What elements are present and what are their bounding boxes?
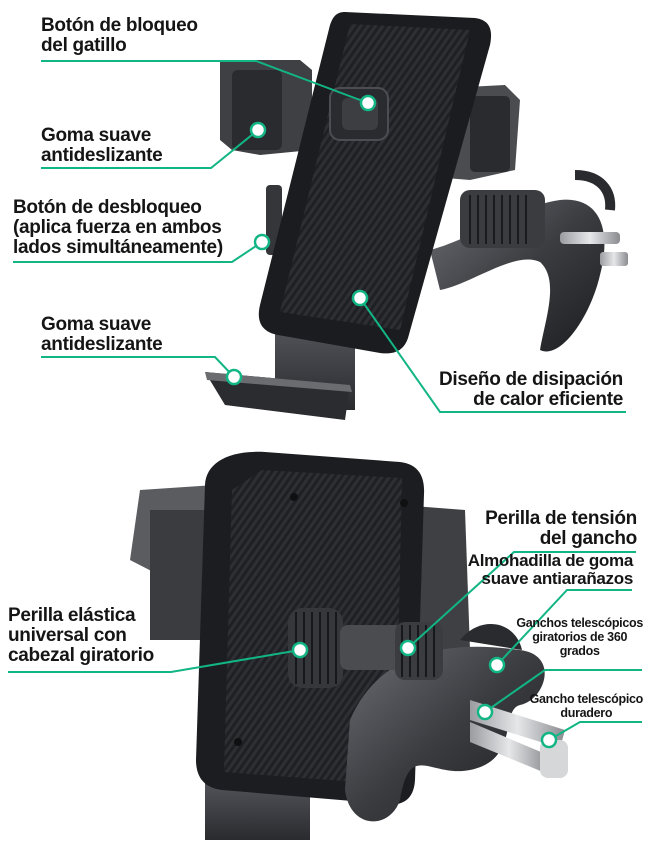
leader-release-button <box>13 241 263 263</box>
top-hook-rod <box>560 232 620 244</box>
marker-telescopic-hooks <box>476 703 494 721</box>
leader-rubber-bottom <box>41 356 235 378</box>
leader-tension-knob <box>407 551 636 649</box>
label-rubber-bottom: Goma suave antideslizante <box>41 314 163 355</box>
label-telescopic-hooks: Ganchos telescópicos giratorios de 360 g… <box>516 616 643 658</box>
leader-heat-dissipation <box>359 297 626 413</box>
leader-telescopic-hooks <box>484 669 642 713</box>
leader-rubber-top <box>41 129 259 169</box>
label-trigger-lock: Botón de bloqueo del gatillo <box>41 15 198 56</box>
marker-anti-scratch-pad <box>488 656 506 674</box>
marker-elastic-knob <box>291 641 309 659</box>
marker-release-button <box>253 233 271 251</box>
marker-durable-hook <box>540 731 558 749</box>
top-phone-holder <box>205 12 628 420</box>
leader-elastic-knob <box>8 649 301 673</box>
bottom-vent-clip <box>345 646 545 822</box>
label-durable-hook: Gancho telescópico duradero <box>529 692 644 720</box>
bottom-phone-holder <box>130 451 568 840</box>
bottom-ball-knob <box>288 608 343 688</box>
callout-markers <box>225 94 558 749</box>
leader-trigger-lock <box>41 60 369 104</box>
bottom-telescopic-hooks <box>470 700 568 778</box>
leader-anti-scratch-pad <box>496 589 632 666</box>
label-release-button: Botón de desbloqueo (aplica fuerza en am… <box>13 197 223 258</box>
marker-tension-knob <box>399 639 417 657</box>
marker-trigger-lock <box>359 94 377 112</box>
label-heat-dissipation: Diseño de disipación de calor eficiente <box>438 369 623 410</box>
label-rubber-top: Goma suave antideslizante <box>41 125 163 166</box>
marker-heat-dissipation <box>351 289 369 307</box>
marker-rubber-top <box>249 121 267 139</box>
callout-lines <box>8 60 642 741</box>
label-tension-knob: Perilla de tensión del gancho <box>485 508 637 549</box>
leader-durable-hook <box>548 721 642 741</box>
label-elastic-knob: Perilla elástica universal con cabezal g… <box>8 605 154 666</box>
marker-rubber-bottom <box>225 368 243 386</box>
label-anti-scratch-pad: Almohadilla de goma suave antiarañazos <box>467 551 634 588</box>
